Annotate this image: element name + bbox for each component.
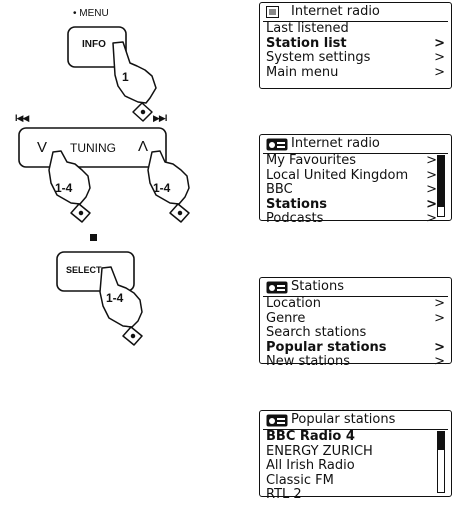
chevron-right-icon: > <box>426 183 437 198</box>
chevron-right-icon: > <box>434 297 445 312</box>
menu-item[interactable]: Popular stations > <box>260 341 451 356</box>
menu-item[interactable]: Local United Kingdom > <box>260 169 451 184</box>
select-button[interactable]: SELECT <box>66 265 102 275</box>
step-number-tuning-left: 1-4 <box>55 181 72 195</box>
screen-title: Stations <box>291 279 344 294</box>
menu-item-label: Last listened <box>266 21 349 36</box>
menu-item[interactable]: Classic FM <box>260 474 451 489</box>
menu-item-label: Stations <box>266 197 327 212</box>
menu-item-label: Popular stations <box>266 340 387 355</box>
menu-item[interactable]: Stations > <box>260 198 451 213</box>
menu-item[interactable]: ENERGY ZURICH <box>260 445 451 460</box>
chevron-right-icon: > <box>434 312 445 327</box>
menu-item-label: Podcasts <box>266 211 323 226</box>
menu-item[interactable]: RTL 2 <box>260 488 451 503</box>
tune-up-button[interactable]: Λ <box>138 138 148 155</box>
chevron-right-icon: > <box>434 66 445 81</box>
scrollbar[interactable] <box>437 155 445 217</box>
menu-item[interactable]: BBC Radio 4 <box>260 430 451 445</box>
screen-header: Popular stations <box>263 413 448 430</box>
menu-item[interactable]: Search stations <box>260 326 451 341</box>
menu-item-label: RTL 2 <box>266 487 302 502</box>
menu-item[interactable]: Station list > <box>260 37 451 52</box>
screen-header: Internet radio <box>263 5 448 22</box>
chevron-right-icon: > <box>426 169 437 184</box>
chevron-right-icon: > <box>434 51 445 66</box>
menu-item-label: My Favourites <box>266 153 356 168</box>
tuning-label: TUNING <box>70 141 116 155</box>
menu-item-label: Station list <box>266 36 347 51</box>
menu-item[interactable]: System settings > <box>260 51 451 66</box>
menu-item[interactable]: All Irish Radio <box>260 459 451 474</box>
skip-back-icon: I◀◀ <box>15 113 28 124</box>
screen-title: Popular stations <box>291 412 395 427</box>
menu-item-label: Classic FM <box>266 473 334 488</box>
chevron-right-icon: > <box>434 341 445 356</box>
menu-item-label: BBC Radio 4 <box>266 429 355 444</box>
step-number-info: 1 <box>122 70 129 84</box>
menu-item-label: Main menu <box>266 65 338 80</box>
chevron-right-icon: > <box>426 212 437 227</box>
menu-item-label: New stations <box>266 354 350 369</box>
menu-item[interactable]: Main menu > <box>260 66 451 81</box>
menu-item[interactable]: BBC > <box>260 183 451 198</box>
scrollbar-thumb[interactable] <box>438 156 444 207</box>
info-button[interactable]: INFO <box>82 39 106 50</box>
step-number-select: 1-4 <box>106 291 123 305</box>
menu-item[interactable]: Last listened <box>260 22 451 37</box>
scrollbar-thumb[interactable] <box>438 432 444 450</box>
screen-header: Stations <box>263 280 448 297</box>
step-number-tuning-right: 1-4 <box>153 181 170 195</box>
pointing-hand-info <box>113 42 156 121</box>
menu-item-label: Local United Kingdom <box>266 168 408 183</box>
screen-header: Internet radio <box>263 137 448 154</box>
menu-item[interactable]: Genre > <box>260 312 451 327</box>
chevron-right-icon: > <box>434 355 445 370</box>
chevron-right-icon: > <box>426 198 437 213</box>
screen-title: Internet radio <box>291 4 380 19</box>
skip-forward-icon: ▶▶I <box>153 113 166 124</box>
menu-item-label: Location <box>266 296 321 311</box>
screen-title: Internet radio <box>291 136 380 151</box>
menu-label: • MENU <box>73 8 109 19</box>
menu-item[interactable]: New stations > <box>260 355 451 370</box>
chevron-right-icon: > <box>434 37 445 52</box>
menu-item-label: ENERGY ZURICH <box>266 444 373 459</box>
stop-indicator <box>90 234 97 241</box>
menu-item-label: Genre <box>266 311 305 326</box>
menu-item-label: Search stations <box>266 325 366 340</box>
menu-item-label: System settings <box>266 50 370 65</box>
scrollbar[interactable] <box>437 431 445 493</box>
chevron-right-icon: > <box>426 154 437 169</box>
menu-item-label: All Irish Radio <box>266 458 355 473</box>
menu-item-label: BBC <box>266 182 293 197</box>
menu-item[interactable]: My Favourites > <box>260 154 451 169</box>
menu-item[interactable]: Podcasts > <box>260 212 451 227</box>
tune-down-button[interactable]: V <box>37 139 47 156</box>
menu-item[interactable]: Location > <box>260 297 451 312</box>
